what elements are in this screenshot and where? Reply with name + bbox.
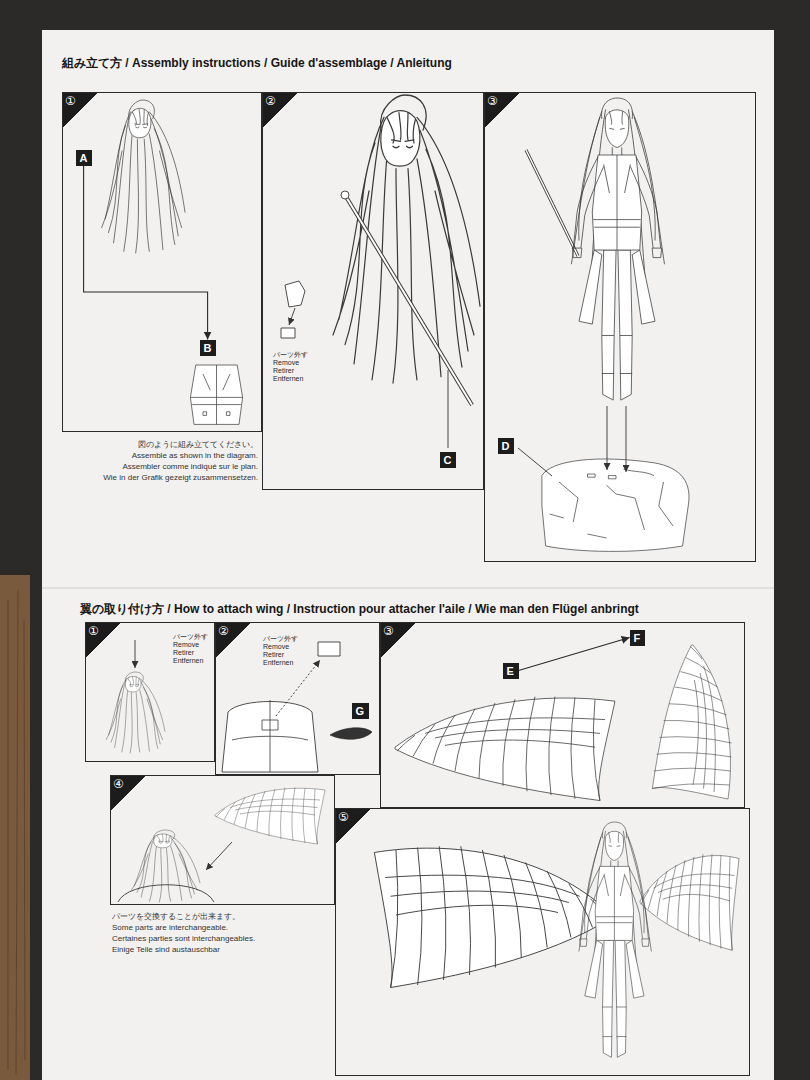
step-panel: ③ E F	[380, 622, 745, 808]
step-number: ②	[216, 623, 250, 657]
step-number: ⑤	[336, 809, 370, 843]
assembly-arrow	[84, 166, 208, 340]
instruction-note: Assemble as shown in the diagram.	[132, 451, 258, 461]
wing	[215, 788, 325, 845]
assembly-arrow	[519, 638, 630, 671]
shoulders	[118, 885, 214, 902]
staff	[526, 150, 578, 256]
removed-part	[318, 642, 340, 656]
instruction-note: Assembler comme indiqué sur le plan.	[122, 462, 258, 472]
leader-line	[448, 370, 449, 448]
remove-arrow	[289, 308, 295, 325]
wood-grain	[8, 590, 25, 1075]
figure	[579, 822, 652, 1057]
staff-tip	[341, 191, 349, 199]
assembly-arrow	[206, 842, 232, 870]
wing	[395, 697, 615, 801]
paper-sheet	[42, 30, 774, 1080]
assembly-arrow	[607, 406, 608, 470]
part-letter: F	[630, 630, 645, 646]
remove-note: パーツ外す Remove Retirer Entfernen	[262, 634, 299, 668]
part-letter: C	[440, 452, 456, 468]
hair-part	[102, 100, 185, 253]
assembly-arrow	[626, 406, 627, 472]
figure-back-detail	[232, 700, 308, 772]
part-letter: D	[498, 438, 514, 454]
removed-part	[281, 328, 295, 338]
step-panel: ②C	[262, 92, 484, 490]
step-number: ①	[63, 93, 97, 127]
instruction-note: パーツを交換することが出来ます。	[112, 912, 240, 922]
base	[542, 459, 689, 551]
instruction-note: Einige Teile sind austauschbar	[112, 945, 220, 955]
spare-part	[330, 728, 372, 739]
step-panel: ③D	[484, 92, 756, 562]
body-part	[190, 365, 242, 424]
instruction-note: Some parts are interchangeable.	[112, 923, 228, 933]
instruction-note: 図のように組み立ててください。	[138, 440, 258, 450]
step-panel: ① A B	[62, 92, 262, 432]
step-number: ③	[485, 93, 519, 127]
part-badge: E	[503, 663, 519, 679]
staff-outline	[345, 195, 472, 405]
part-badge: D	[498, 438, 514, 454]
part-letter: A	[76, 150, 92, 166]
remove-note: パーツ外す Remove Retirer Entfernen	[172, 632, 209, 666]
staff	[345, 195, 472, 405]
figure-back	[131, 830, 200, 902]
instruction-note: Certaines parties sont interchangeables.	[112, 934, 255, 944]
wing	[652, 645, 731, 799]
wood-edge	[0, 575, 30, 1080]
leader-line	[518, 448, 552, 476]
part-badge: A	[76, 150, 92, 166]
step-panel: ④	[110, 775, 335, 905]
wing	[640, 854, 739, 950]
hair-part	[333, 95, 480, 383]
hair-part	[106, 672, 165, 753]
section-heading: 組み立て方 / Assembly instructions / Guide d'…	[62, 56, 452, 70]
part-letter: E	[503, 663, 519, 679]
section-heading: 翼の取り付け方 / How to attach wing / Instructi…	[80, 602, 639, 616]
staff-outline	[526, 150, 578, 256]
remove-arrow	[276, 660, 320, 716]
remove-arrow	[135, 640, 136, 668]
step-number: ①	[86, 623, 120, 657]
figure	[571, 98, 664, 400]
part-letter: G	[352, 703, 369, 719]
step-number: ②	[263, 93, 297, 127]
step-panel: ⑤	[335, 808, 750, 1076]
part-letter: B	[200, 340, 216, 356]
part-badge: B	[200, 340, 216, 356]
wing	[374, 846, 612, 987]
part-badge: C	[440, 452, 456, 468]
remove-note: パーツ外す Remove Retirer Entfernen	[272, 350, 309, 384]
step-number: ④	[111, 776, 145, 810]
part-badge: G	[352, 703, 369, 719]
hand-part	[285, 281, 305, 307]
paper-fold	[42, 587, 774, 589]
part-badge: F	[630, 630, 645, 646]
step-number: ③	[381, 623, 415, 657]
instruction-note: Wie in der Grafik gezeigt zusammensetzen…	[103, 473, 258, 483]
